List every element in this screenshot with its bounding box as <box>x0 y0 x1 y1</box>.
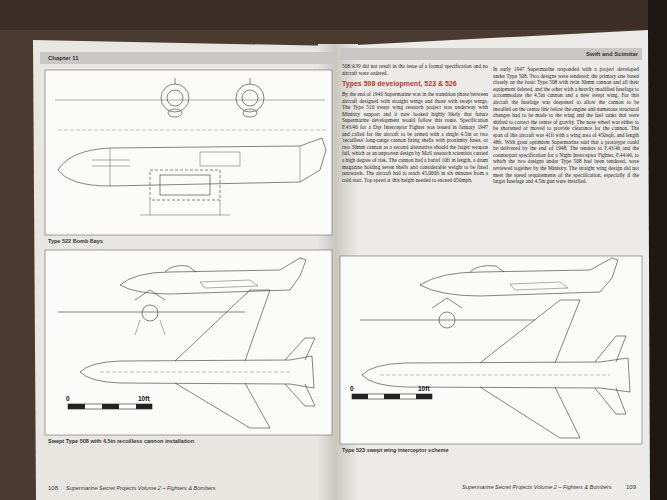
chapter-header: Chapter 11 <box>48 55 79 63</box>
section-heading: Types 508 development, 523 & 526 <box>342 80 457 88</box>
scale-label: 10ft <box>138 395 150 403</box>
running-header: Swift and Scimitar <box>520 51 638 59</box>
swept-type-508-drawing <box>45 250 332 435</box>
header-band <box>340 48 642 60</box>
type-523-drawing <box>340 256 642 444</box>
book-pages <box>33 30 650 500</box>
scale-bar <box>352 394 432 399</box>
body-text: By the end of 1946 Supermarine was in th… <box>342 91 488 183</box>
figure-caption: Type 522 Bomb Bays <box>48 238 103 245</box>
page-footer: Supermarine Secret Projects Volume 2 – F… <box>66 485 216 492</box>
page-number: 108 <box>48 485 58 493</box>
figure-caption: Swept Type 508 with 4.5in recoilless can… <box>48 438 194 445</box>
bomb-bay-drawing <box>45 70 332 235</box>
body-text: In early 1947 Supermarine responded with… <box>493 66 639 185</box>
scale-label: 0 <box>66 395 70 403</box>
scale-label: 10ft <box>418 385 430 393</box>
body-text: 508/A39 did not result in the issue of a… <box>342 63 488 76</box>
scale-bar <box>68 404 152 409</box>
page-footer: Supermarine Secret Projects Volume 2 – F… <box>462 484 612 491</box>
figure-caption: Type 523 swept wing interceptor scheme <box>342 447 449 454</box>
scale-label: 0 <box>350 385 354 393</box>
header-band <box>40 52 336 64</box>
page-number: 109 <box>626 484 636 492</box>
